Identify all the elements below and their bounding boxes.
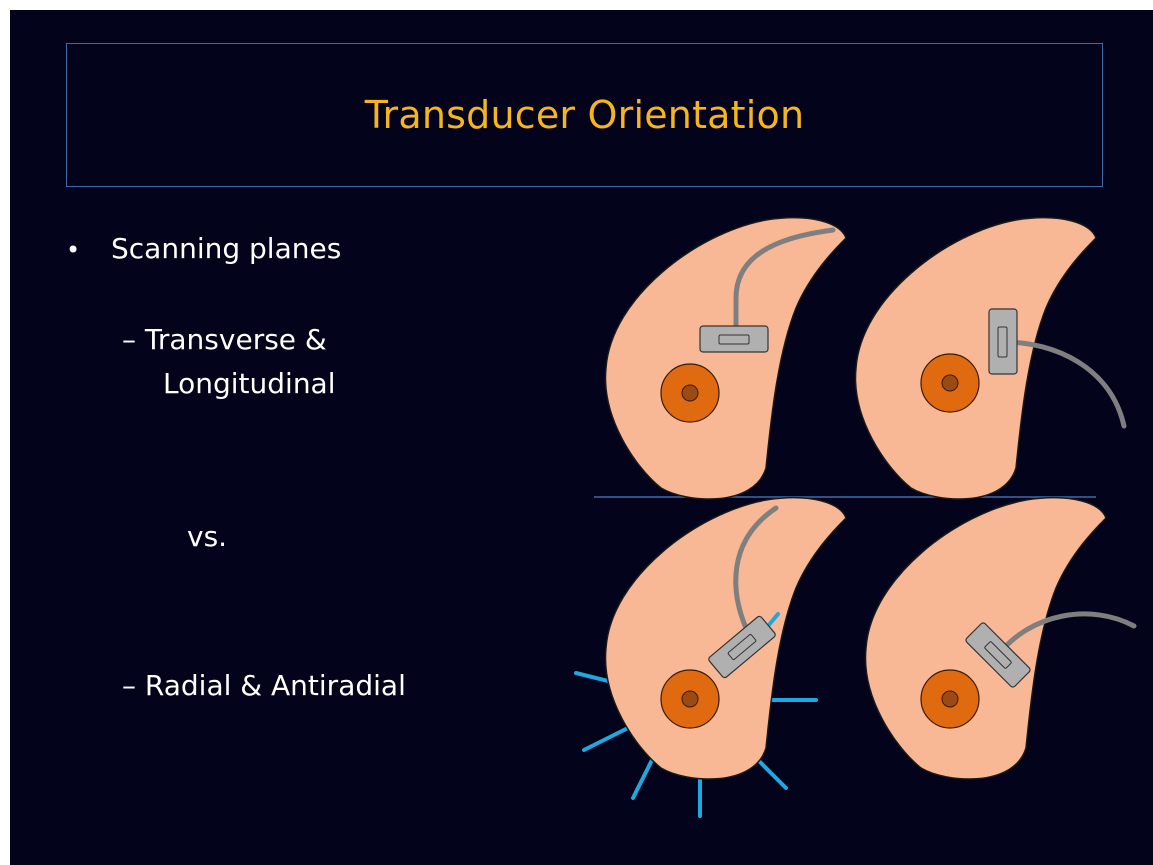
- breast-diagram-antiradial: [866, 498, 1134, 779]
- breast-diagram-radial: [576, 498, 846, 816]
- illustration: [10, 10, 1153, 865]
- nipple-icon: [661, 670, 719, 728]
- breast-diagram-transverse: [606, 218, 846, 499]
- nipple-icon: [921, 670, 979, 728]
- nipple-icon: [661, 364, 719, 422]
- slide: Transducer Orientation • Scanning planes…: [10, 10, 1153, 865]
- nipple-icon: [921, 354, 979, 412]
- breast-diagram-longitudinal: [856, 218, 1124, 499]
